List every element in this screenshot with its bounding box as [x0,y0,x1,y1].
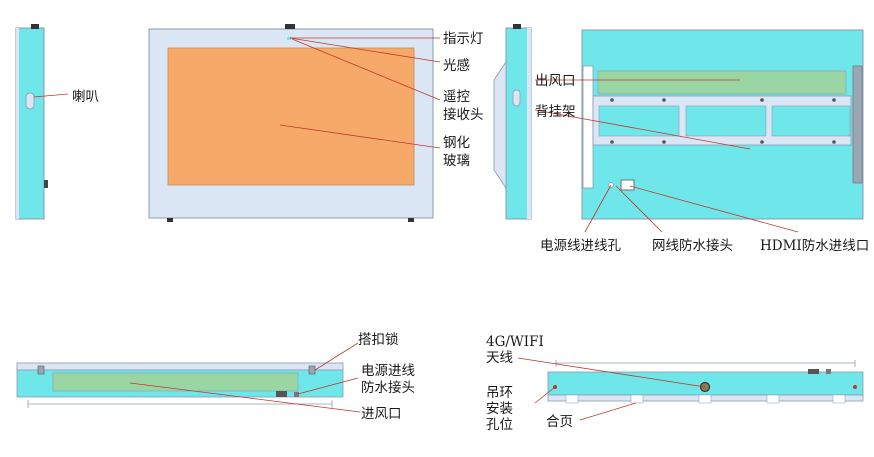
label-power-wp-line2: 防水接头 [361,379,415,396]
label-remote-line2: 接收头 [443,106,484,123]
bottom-view-left [16,342,361,413]
side-view-left [15,24,69,220]
label-power-hole: 电源线进线孔 [540,238,621,254]
label-ring-line1: 吊环 [486,385,513,401]
label-speaker: 喇叭 [72,89,99,105]
label-indicator: 指示灯 [443,31,484,47]
label-air-inlet: 进风口 [361,406,402,422]
label-glass-line1: 钢化 [443,135,470,151]
label-wifi-line1: 4G/WIFI [486,334,544,350]
label-remote-line1: 遥控 [443,89,470,105]
label-light-sensor: 光感 [443,57,470,74]
bottom-view-right [517,357,864,421]
label-wifi-line2: 天线 [486,350,513,366]
back-view [534,29,864,233]
label-power-wp-line1: 电源进线 [361,363,415,379]
label-hinge: 合页 [546,414,573,430]
label-ring-line2: 安装 [486,401,513,417]
label-glass-line2: 玻璃 [443,152,470,169]
label-ring-line3: 孔位 [486,417,513,433]
labels: 喇叭 指示灯 光感 遥控 接收头 钢化 玻璃 出风口 背挂架 电源线进线孔 网线… [72,31,869,433]
label-back-mount: 背挂架 [535,104,576,120]
front-view [148,24,441,222]
label-network: 网线防水接头 [652,237,733,254]
label-lock: 搭扣锁 [358,332,399,348]
label-hdmi: HDMI防水进线口 [760,238,869,254]
label-air-outlet: 出风口 [535,73,576,89]
side-view-right [493,24,532,220]
